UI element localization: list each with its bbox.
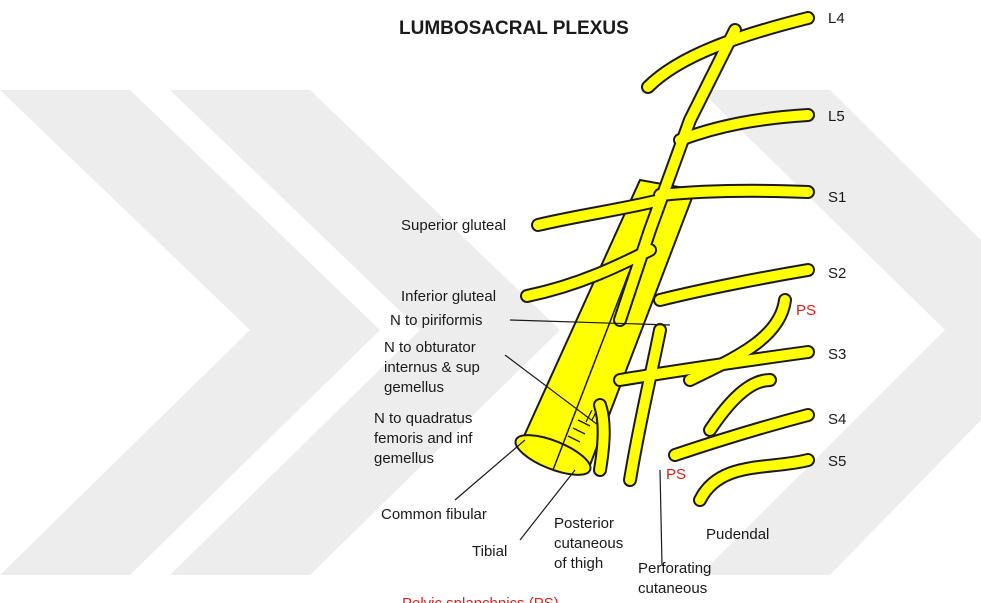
- root-label-l5: L5: [828, 108, 845, 125]
- footnote-pelvic-splanchnics: Pelvic splanchnics (PS): [402, 595, 559, 603]
- label-inferior-gluteal: Inferior gluteal: [401, 288, 496, 305]
- ps-label-lower: PS: [666, 466, 686, 483]
- label-superior-gluteal: Superior gluteal: [401, 217, 506, 234]
- watermark-chevrons: [0, 90, 981, 575]
- label-tibial: Tibial: [472, 543, 507, 560]
- label-posterior-cutaneous: Posterior cutaneous of thigh: [554, 515, 627, 572]
- label-perforating-cutaneous: Perforating cutaneous: [638, 560, 716, 597]
- label-n-to-piriformis: N to piriformis: [390, 312, 483, 329]
- root-label-s4: S4: [828, 411, 846, 428]
- root-label-s5: S5: [828, 453, 846, 470]
- label-common-fibular: Common fibular: [381, 506, 487, 523]
- root-label-s1: S1: [828, 189, 846, 206]
- root-label-s3: S3: [828, 346, 846, 363]
- label-pudendal: Pudendal: [706, 526, 769, 543]
- ps-label-upper: PS: [796, 302, 816, 319]
- label-n-to-quadratus: N to quadratus femoris and inf gemellus: [374, 410, 477, 467]
- diagram-title: LUMBOSACRAL PLEXUS: [399, 18, 629, 39]
- root-label-s2: S2: [828, 265, 846, 282]
- root-label-l4: L4: [828, 10, 845, 27]
